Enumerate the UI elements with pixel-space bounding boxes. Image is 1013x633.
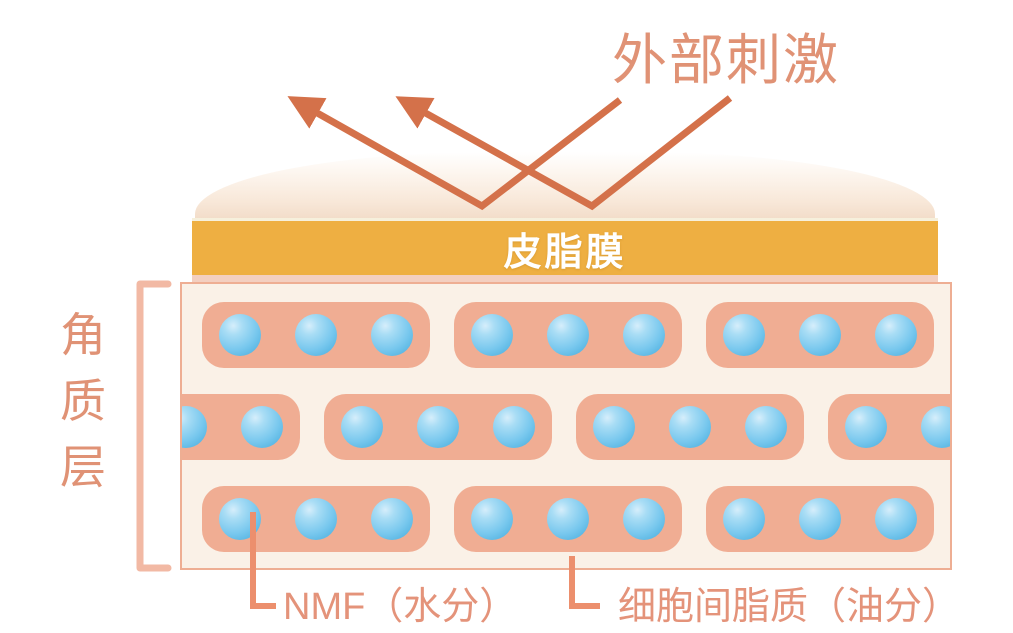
nmf-water-sphere <box>845 406 887 448</box>
nmf-water-sphere <box>182 406 207 448</box>
nmf-water-sphere <box>669 406 711 448</box>
page-title: 外部刺激 <box>612 29 841 91</box>
nmf-water-sphere <box>341 406 383 448</box>
nmf-water-sphere <box>371 498 413 540</box>
nmf-water-sphere <box>723 314 765 356</box>
nmf-water-sphere <box>745 406 787 448</box>
corneocyte-cell <box>706 486 934 552</box>
corneocyte-cell <box>202 486 430 552</box>
nmf-water-sphere <box>241 406 283 448</box>
nmf-water-sphere <box>471 314 513 356</box>
nmf-water-sphere <box>417 406 459 448</box>
nmf-water-sphere <box>547 498 589 540</box>
corneocyte-cell <box>706 302 934 368</box>
nmf-callout-label: NMF（水分） <box>283 586 518 628</box>
nmf-water-sphere <box>547 314 589 356</box>
nmf-water-sphere <box>799 498 841 540</box>
nmf-water-sphere <box>623 498 665 540</box>
nmf-water-sphere <box>471 498 513 540</box>
nmf-water-sphere <box>799 314 841 356</box>
corneocyte-cell <box>828 394 950 460</box>
stratum-corneum-label-char: 角 <box>60 309 106 361</box>
nmf-water-sphere <box>371 314 413 356</box>
nmf-water-sphere <box>219 314 261 356</box>
corneocyte-cell <box>324 394 552 460</box>
skin-surface-dome <box>195 152 935 220</box>
nmf-water-sphere <box>921 406 950 448</box>
sebum-film-layer: 皮脂膜 <box>192 218 938 275</box>
nmf-water-sphere <box>723 498 765 540</box>
sebum-film-label: 皮脂膜 <box>503 231 627 274</box>
sebum-film-underline <box>192 275 938 282</box>
stratum-corneum-label: 角 质 层 <box>48 312 118 490</box>
nmf-water-sphere <box>295 498 337 540</box>
corneocyte-cell <box>454 486 682 552</box>
stratum-corneum-block <box>180 282 952 570</box>
stratum-corneum-label-char: 层 <box>60 441 106 493</box>
nmf-water-sphere <box>219 498 261 540</box>
corneocyte-cell <box>576 394 804 460</box>
nmf-water-sphere <box>295 314 337 356</box>
nmf-water-sphere <box>593 406 635 448</box>
stratum-corneum-label-char: 质 <box>60 375 106 427</box>
nmf-water-sphere <box>875 498 917 540</box>
cell-row <box>182 486 950 552</box>
cell-row <box>182 394 950 460</box>
nmf-water-sphere <box>875 314 917 356</box>
nmf-water-sphere <box>623 314 665 356</box>
cell-row <box>182 302 950 368</box>
lipid-callout-label: 细胞间脂质（油分） <box>618 586 961 628</box>
corneocyte-cell <box>182 394 300 460</box>
corneocyte-cell <box>202 302 430 368</box>
corneocyte-cell <box>454 302 682 368</box>
nmf-water-sphere <box>493 406 535 448</box>
